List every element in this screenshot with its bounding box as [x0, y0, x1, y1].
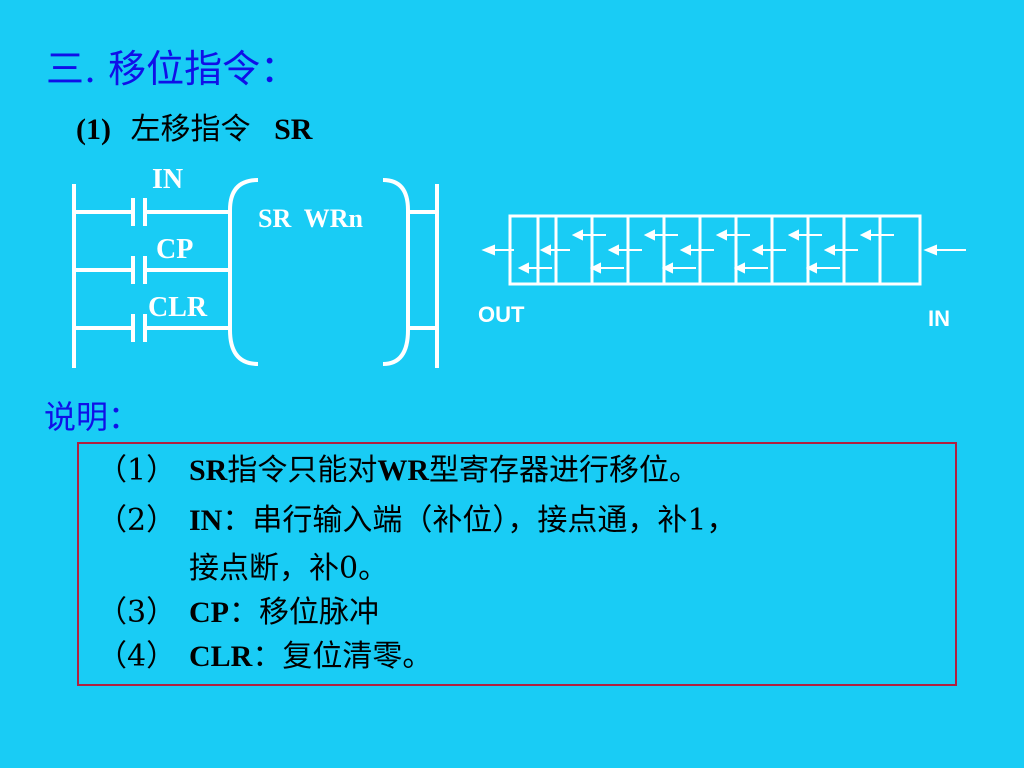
box-left-bracket [228, 178, 259, 366]
subtitle-text: 左移指令 [130, 112, 251, 147]
rung-cp-contact [74, 256, 228, 284]
subtitle-number: (1) [76, 113, 111, 146]
note-2: （2）IN：串行输入端（补位），接点通，补1， [97, 503, 737, 538]
input-label-in: IN [152, 164, 184, 195]
shift-register [508, 214, 922, 286]
input-label-clr: CLR [148, 292, 208, 323]
page-title: 三. 移位指令： [46, 47, 299, 91]
shift-out-label: OUT [478, 302, 525, 327]
note-2-continuation: 接点断，补0。 [189, 551, 389, 586]
notes-heading: 说明： [44, 398, 141, 436]
subtitle-mnemonic: SR [274, 113, 313, 146]
sr-instruction-diagram [72, 178, 966, 368]
shift-in-label: IN [928, 306, 950, 331]
rung-clr-contact [74, 314, 228, 342]
rung-in-contact [74, 198, 228, 226]
box-right-bracket [382, 178, 410, 366]
instruction-box-label: SR WRn [258, 204, 364, 233]
subtitle: (1) 左移指令 SR [76, 104, 312, 148]
input-label-cp: CP [156, 234, 194, 265]
notes-box: （1）SR指令只能对WR型寄存器进行移位。 （2）IN：串行输入端（补位），接点… [77, 442, 957, 686]
note-1: （1）SR指令只能对WR型寄存器进行移位。 [97, 453, 700, 488]
note-4: （4）CLR：复位清零。 [97, 639, 433, 674]
note-3: （3）CP：移位脉冲 [97, 595, 379, 630]
